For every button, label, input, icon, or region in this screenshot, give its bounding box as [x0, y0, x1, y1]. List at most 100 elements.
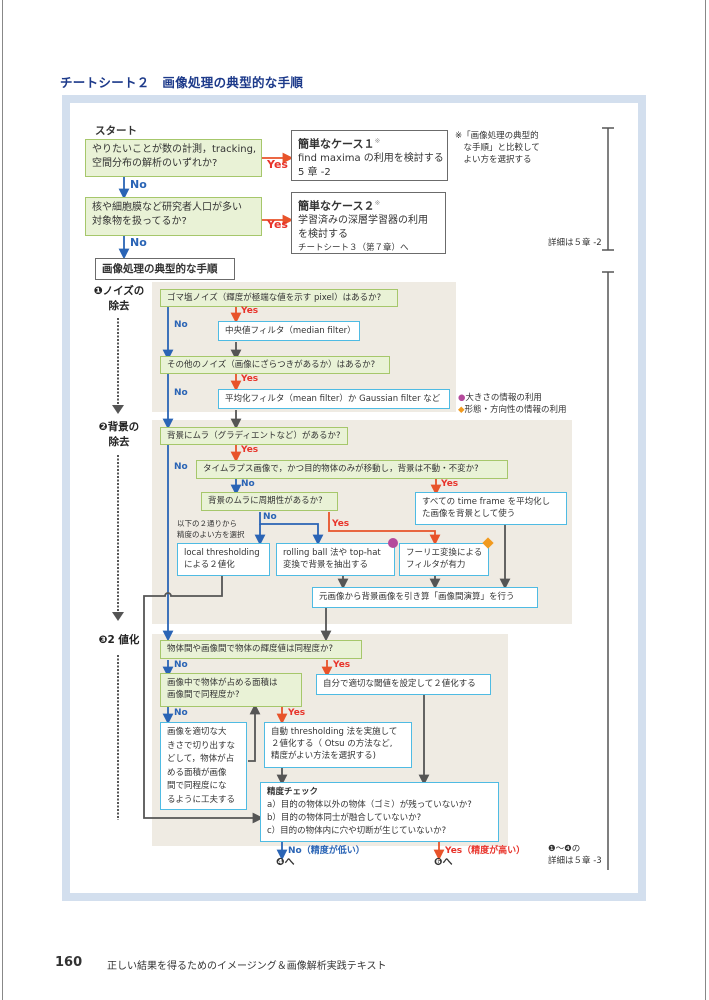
noise-q2-no: No [174, 388, 188, 398]
detail-ref-line1: ❶〜❹の [548, 844, 581, 854]
note-line2: な手順」と比較して [455, 143, 540, 153]
legend-size: ●大きさの情報の利用 [458, 392, 542, 404]
q1-line2: 空間分布の解析のいずれか? [92, 158, 218, 169]
easy-case-2: 簡単なケース２※ 学習済みの深層学習器の利用 を検討する チートシート３（第７章… [291, 192, 446, 254]
case1-line2: 5 章 -2 [298, 167, 331, 179]
crop-line1: 画像を適切な大 [167, 727, 227, 737]
q1-yes-label: Yes [267, 158, 288, 171]
accuracy-check-box: 精度チェック a）目的の物体以外の物体（ゴミ）が残っていないか? b）目的の物体… [260, 782, 499, 842]
section-3-label: ❸2 値化 [88, 633, 150, 648]
auto-line2: ２値化する（ Otsu の方法など, [271, 739, 393, 749]
rolling-line2: 変換で背景を抽出する [283, 560, 369, 570]
noise-question-2: その他のノイズ（画像にざらつきがあるか）はあるか? [160, 356, 390, 374]
check-yes-label: Yes（精度が高い） [445, 846, 526, 856]
detail-ref-line2: 詳細は５章 -3 [548, 856, 602, 866]
legend-size-text: 大きさの情報の利用 [465, 393, 542, 403]
bq2-line2: 画像間で同程度か? [167, 690, 240, 700]
goto-step-4: ❹へ [276, 857, 295, 868]
check-c: c）目的の物体内に穴や切断が生じていないか? [267, 826, 447, 836]
timeframe-line1: すべての time frame を平均化し [422, 497, 551, 507]
q2-no-label: No [130, 236, 147, 249]
noise-q2-yes: Yes [241, 374, 259, 384]
legend-shape-text: 形態・方向性の情報の利用 [464, 405, 567, 415]
bg-q3-no: No [263, 512, 277, 522]
crop-line6: るように工夫する [167, 794, 236, 805]
noise-q1-yes: Yes [241, 306, 259, 316]
section-1-line1: ノイズの [102, 285, 145, 297]
auto-line3: 精度がよい方法を選択する) [271, 751, 376, 761]
sheet-title: チートシート２ 画像処理の典型的な手順 [60, 75, 304, 90]
auto-threshold-box: 自動 thresholding 法を実施して ２値化する（ Otsu の方法など… [264, 722, 412, 768]
section-3-line1: 2 値化 [107, 634, 140, 646]
bg-question-1: 背景にムラ（グラディエントなど）があるか? [160, 427, 348, 445]
size-info-marker-icon [388, 538, 398, 548]
bg-q1-no: No [174, 462, 188, 472]
section-1-line2: 除去 [108, 300, 130, 312]
crop-line2: きさで切り出すな [167, 740, 236, 751]
bg-question-2: タイムラプス画像で，かつ目的物体のみが移動し，背景は不動・不変か? [196, 460, 508, 479]
book-title: 正しい結果を得るためのイメージング＆画像解析実践テキスト [107, 961, 387, 972]
case2-title: 簡単なケース２ [298, 199, 375, 213]
background-subtract-box: 元画像から背景画像を引き算「画像間演算」を行う [312, 587, 538, 608]
local-thresholding-box: local thresholding による２値化 [177, 543, 270, 576]
fourier-filter-box: フーリエ変換による フィルタが有力 [399, 543, 489, 576]
manual-threshold-box: 自分で適切な閾値を設定して２値化する [316, 674, 491, 695]
choose-note: 以下の２通りから 精度のよい方を選択 [177, 518, 245, 540]
case1-mark: ※ [374, 137, 381, 145]
choose-line1: 以下の２通りから [177, 519, 237, 528]
q2-line1: 核や細胞膜など研究者人口が多い [92, 202, 242, 213]
case2-line1: 学習済みの深層学習器の利用 [298, 215, 428, 227]
section-3-num: ❸ [98, 634, 108, 646]
page-number: 160 [55, 955, 83, 970]
easy-case-1: 簡単なケース１※ find maxima の利用を検討する 5 章 -2 [291, 130, 448, 181]
page-edge-left [2, 0, 3, 1000]
typical-procedure-header: 画像処理の典型的な手順 [95, 258, 235, 280]
section-1-num: ❶ [93, 285, 103, 297]
crop-adjust-box: 画像を適切な大 きさで切り出すな どして，物体が占 める面積が画像 間で同程度に… [160, 722, 247, 810]
crop-line3: どして，物体が占 [167, 754, 235, 764]
check-title: 精度チェック [267, 787, 319, 797]
q1-line1: やりたいことが数の計測，tracking, [92, 144, 257, 155]
bin-q1-no: No [174, 660, 188, 670]
fourier-line1: フーリエ変換による [406, 548, 483, 558]
page-edge-right [705, 0, 706, 1000]
timeframe-average-box: すべての time frame を平均化し た画像を背景として使う [415, 492, 567, 525]
fourier-line2: フィルタが有力 [406, 560, 466, 570]
compare-note: ※「画像処理の典型的 な手順」と比較して よい方を選択する [455, 130, 540, 166]
q2-line2: 対象物を扱ってるか? [92, 216, 187, 227]
section-2-line1: 背景の [107, 421, 140, 433]
q2-yes-label: Yes [267, 218, 288, 231]
bg-q2-yes: Yes [441, 479, 459, 489]
local-line2: による２値化 [184, 560, 235, 570]
choose-line2: 精度のよい方を選択 [177, 530, 245, 539]
noise-question-1: ゴマ塩ノイズ（輝度が極端な値を示す pixel）はあるか? [160, 289, 398, 307]
q1-no-label: No [130, 178, 147, 191]
check-a: a）目的の物体以外の物体（ゴミ）が残っていないか? [267, 800, 472, 810]
note-line1: ※「画像処理の典型的 [455, 131, 539, 141]
case2-line2: を検討する [298, 229, 348, 241]
check-no-label: No（精度が低い） [288, 846, 365, 856]
bg-q1-yes: Yes [241, 445, 259, 455]
section-1-label: ❶ノイズの 除去 [88, 284, 150, 314]
section-2-num: ❷ [98, 421, 108, 433]
bg-q2-no: No [241, 479, 255, 489]
bin-q2-no: No [174, 708, 188, 718]
goto-step-6: ❻へ [434, 857, 453, 868]
case1-title: 簡単なケース１ [298, 137, 375, 151]
note-line3: よい方を選択する [455, 155, 532, 165]
local-line1: local thresholding [184, 548, 260, 558]
median-filter-box: 中央値フィルタ（median filter） [218, 321, 360, 341]
start-question-1: やりたいことが数の計測，tracking, 空間分布の解析のいずれか? [85, 139, 262, 177]
auto-line1: 自動 thresholding 法を実施して [271, 727, 398, 737]
detail-ref-5-2: 詳細は５章 -2 [548, 238, 602, 248]
noise-q1-no: No [174, 320, 188, 330]
case2-line3: チートシート３（第７章）へ [298, 243, 409, 254]
orange-diamond-icon: ◆ [458, 405, 465, 415]
bin-question-2: 画像中で物体が占める面積は 画像間で同程度か? [160, 673, 302, 707]
bq2-line1: 画像中で物体が占める面積は [167, 678, 278, 688]
mean-gaussian-filter-box: 平均化フィルタ（mean filter）か Gaussian filter など [218, 389, 450, 409]
crop-line5: 間で同程度にな [167, 781, 227, 791]
crop-line4: める面積が画像 [167, 767, 227, 778]
section-2-label: ❷背景の 除去 [88, 420, 150, 450]
bg-question-3: 背景のムラに周期性があるか? [201, 492, 338, 511]
